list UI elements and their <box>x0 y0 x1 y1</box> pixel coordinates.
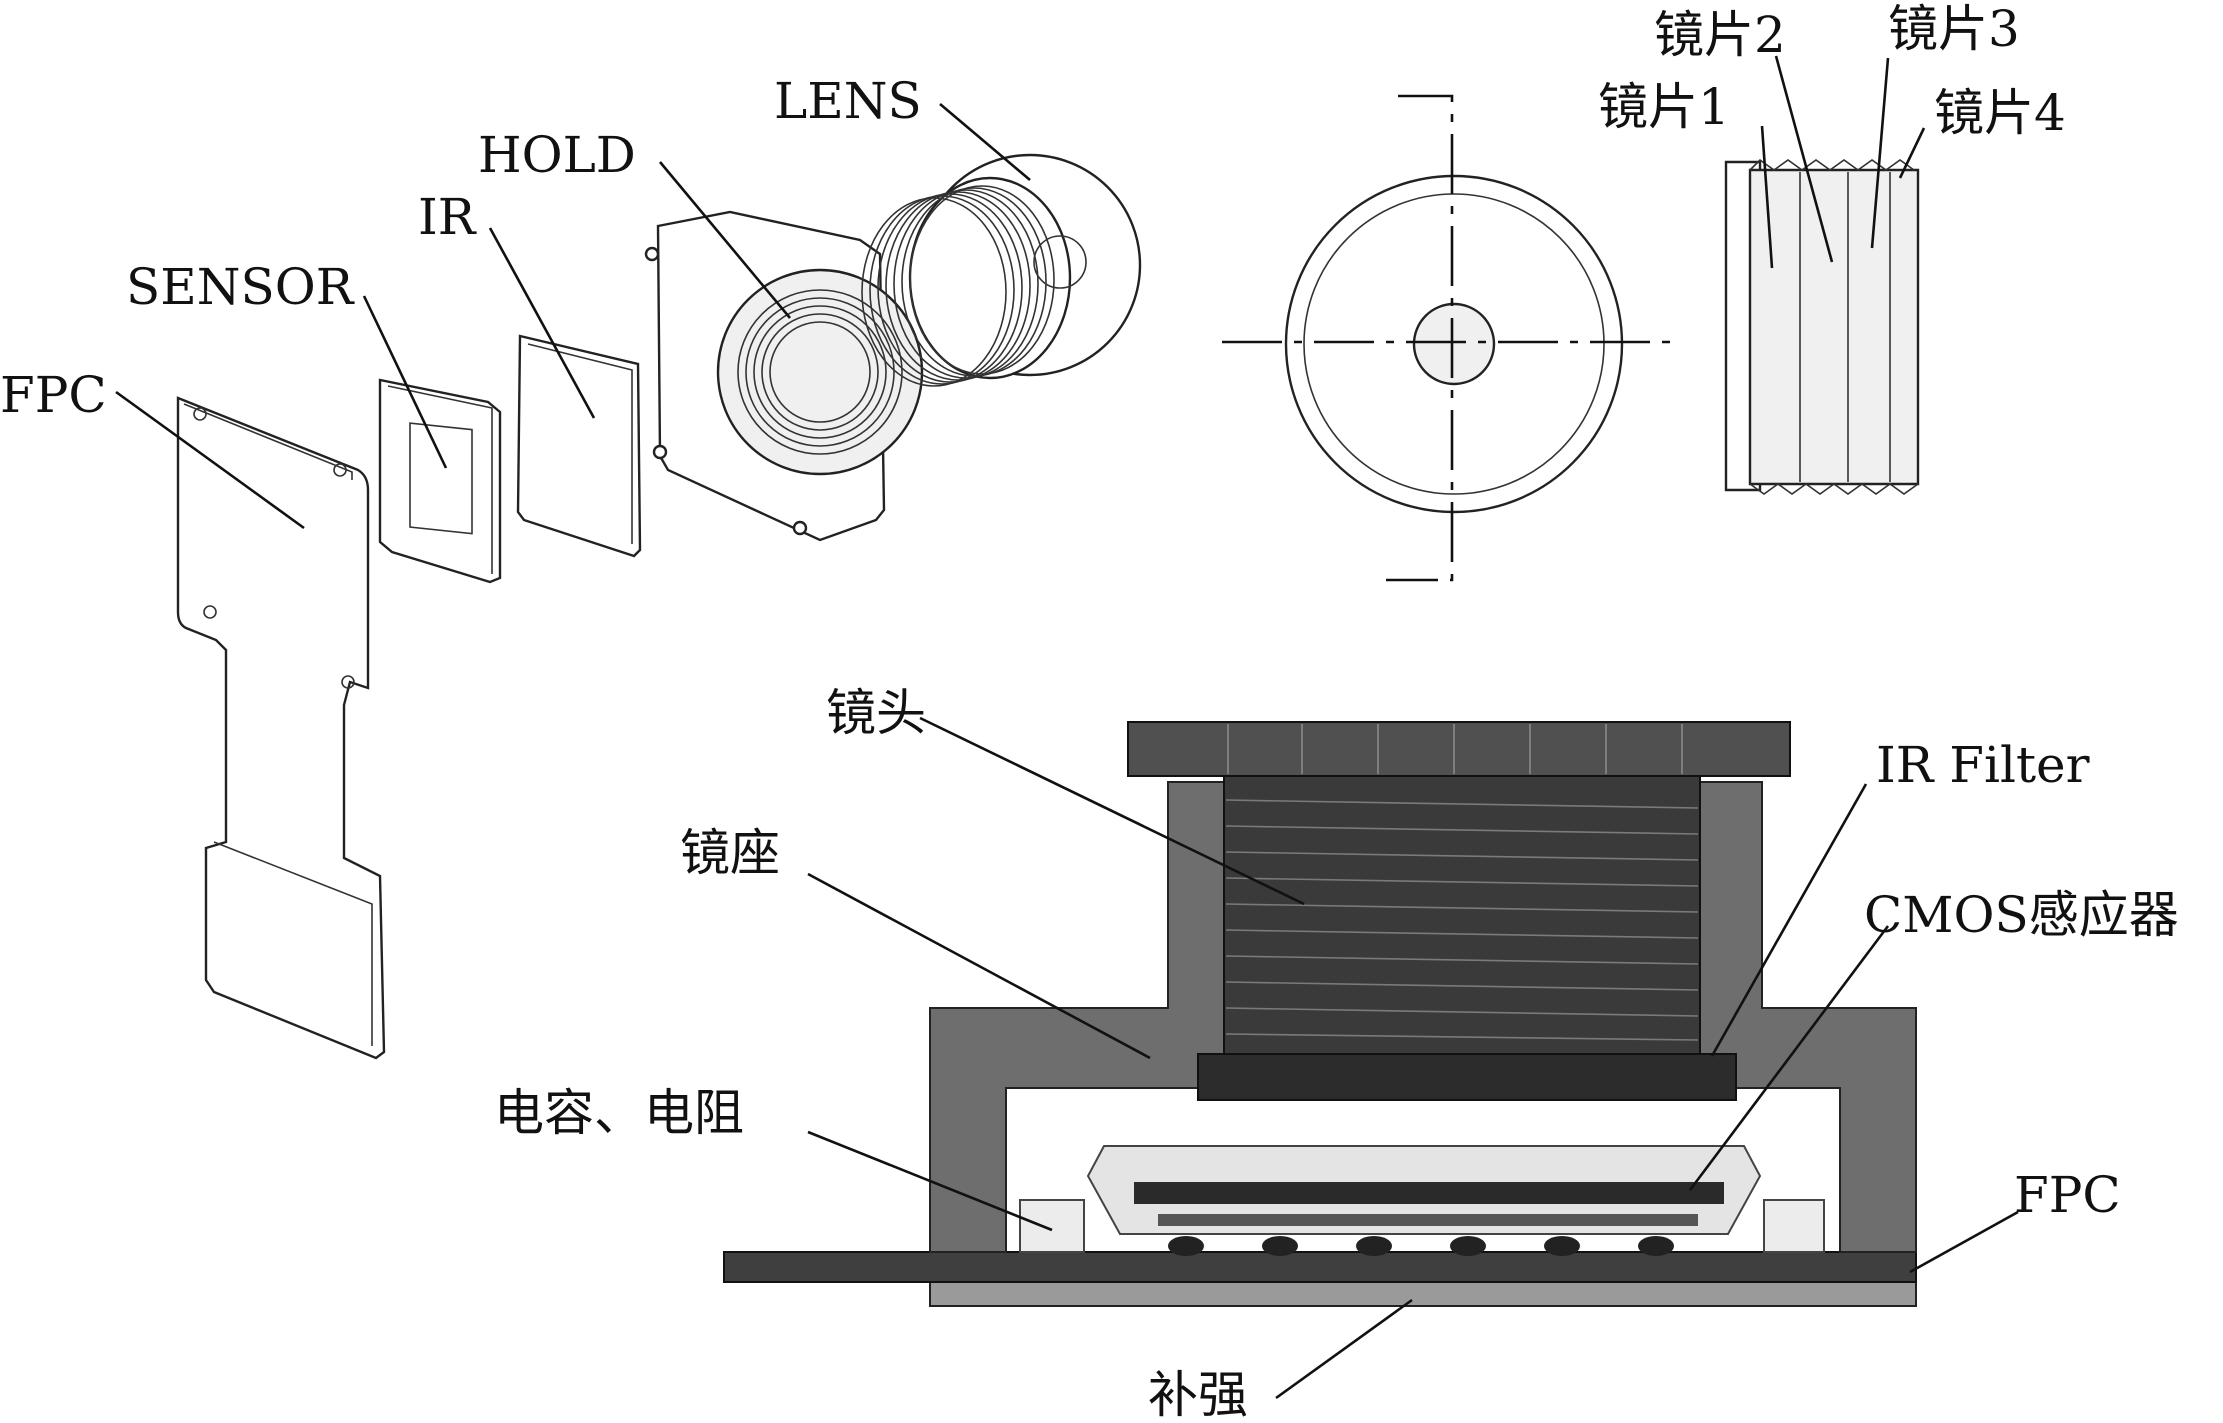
label-cmos: CMOS感应器 <box>1864 886 2179 944</box>
lens-threads <box>1225 799 1699 1041</box>
lens-section-view <box>1724 158 1920 495</box>
ir-part <box>516 334 642 558</box>
label-hold: HOLD <box>478 126 636 184</box>
solder-balls <box>1168 1236 1674 1256</box>
label-piece-3: 镜片3 <box>1888 0 2020 58</box>
label-sensor: SENSOR <box>126 258 355 316</box>
ir-filter-plate <box>1197 1053 1737 1101</box>
fpc-board <box>723 1251 1917 1283</box>
label-lens: LENS <box>774 72 922 130</box>
fpc-part <box>176 396 386 1060</box>
sensor-part <box>378 378 502 584</box>
label-ir-filter: IR Filter <box>1876 736 2090 794</box>
hold-part <box>644 210 924 542</box>
label-lens-head: 镜头 <box>826 684 926 742</box>
label-piece-4: 镜片4 <box>1934 84 2066 142</box>
leader-lines <box>115 55 2019 1400</box>
label-piece-1: 镜片1 <box>1598 78 1730 136</box>
cmos-substrate <box>1158 1214 1698 1226</box>
component-right <box>1763 1199 1825 1253</box>
label-cap-res: 电容、电阻 <box>494 1084 744 1142</box>
cmos-die <box>1134 1182 1724 1204</box>
label-fpc-top: FPC <box>0 366 107 424</box>
label-stiffener: 补强 <box>1148 1366 1248 1423</box>
label-fpc-bottom: FPC <box>2014 1166 2121 1224</box>
lens-part <box>861 153 1142 387</box>
lens-cap <box>1127 721 1791 777</box>
label-ir: IR <box>418 188 477 246</box>
component-left <box>1019 1199 1085 1253</box>
lens-barrel <box>1223 769 1701 1057</box>
lens-cap-ridges <box>1227 724 1683 774</box>
label-piece-2: 镜片2 <box>1654 6 1786 64</box>
label-lens-base: 镜座 <box>680 824 780 882</box>
lens-top-view <box>1222 94 1680 582</box>
cross-section <box>723 721 1917 1307</box>
